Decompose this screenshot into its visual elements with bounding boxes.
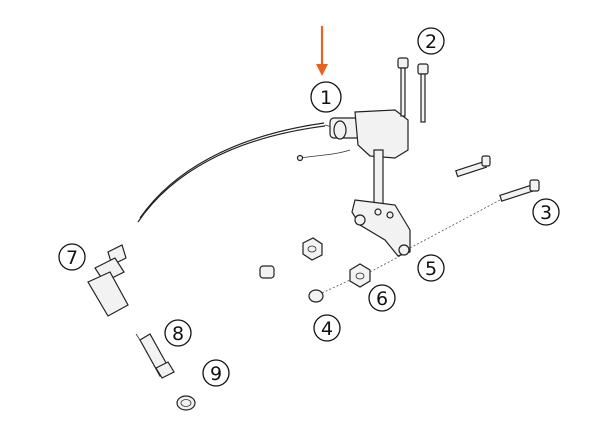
part-9-seal-ring[interactable] bbox=[176, 395, 196, 411]
callout-9: 9 bbox=[202, 359, 230, 387]
part-8-spark-plug[interactable] bbox=[135, 333, 175, 379]
callout-5-label: 5 bbox=[425, 258, 437, 280]
callout-4: 4 bbox=[313, 314, 341, 342]
callout-9-label: 9 bbox=[210, 363, 222, 385]
callout-6-label: 6 bbox=[376, 288, 388, 310]
callout-1: 1 bbox=[310, 81, 342, 113]
callout-8-label: 8 bbox=[172, 323, 184, 345]
callout-7-label: 7 bbox=[66, 247, 78, 269]
callout-3: 3 bbox=[532, 198, 560, 226]
part-4-screw[interactable] bbox=[308, 279, 351, 303]
callout-2-label: 2 bbox=[425, 31, 437, 53]
callout-7: 7 bbox=[58, 243, 86, 271]
callout-4-label: 4 bbox=[321, 318, 333, 340]
callout-8: 8 bbox=[164, 319, 192, 347]
part-3-bolt[interactable] bbox=[409, 179, 540, 249]
mounting-rod bbox=[373, 149, 384, 211]
spacer[interactable] bbox=[259, 265, 275, 279]
part-7-connector[interactable] bbox=[87, 244, 129, 317]
nut-upper[interactable] bbox=[302, 237, 323, 261]
callout-1-label: 1 bbox=[320, 87, 332, 109]
callout-6: 6 bbox=[368, 284, 396, 312]
bolt-upper[interactable] bbox=[455, 155, 491, 178]
callout-5: 5 bbox=[417, 254, 445, 282]
callout-3-label: 3 bbox=[540, 202, 552, 224]
part-5-bracket[interactable] bbox=[351, 199, 411, 257]
highlight-arrow bbox=[316, 26, 328, 76]
callout-2: 2 bbox=[417, 27, 445, 55]
part-2-bolts[interactable] bbox=[397, 57, 429, 123]
part-1-sensor-with-cable[interactable] bbox=[137, 109, 409, 223]
part-6-nut[interactable] bbox=[349, 255, 401, 288]
